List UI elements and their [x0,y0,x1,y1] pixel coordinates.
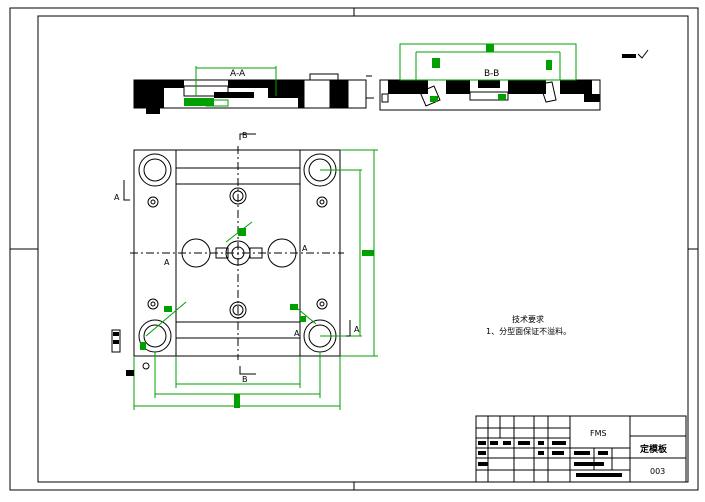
cut-label-a-mid-right: A [302,244,308,253]
roughness-symbol [622,49,649,59]
cut-label-a-bottom: A [294,329,300,338]
plan-view [130,146,344,360]
cut-label-b-bottom: B [242,375,248,384]
section-bb-title: B-B [484,69,499,79]
cut-markers [123,133,351,375]
plate-section-left [134,80,164,108]
plan-dimensions [133,149,378,410]
cut-labels: A A A A A B B [114,131,360,384]
cut-label-a-right: A [354,325,360,334]
guide-bushing-top-left [138,153,172,187]
drawing-code: FMS [590,429,607,438]
cut-label-b-top: B [242,131,248,140]
title-block-fills [478,441,622,477]
dimension-markers [140,228,374,408]
notes-item-1: 1、分型面保证不溢料。 [486,326,571,336]
section-aa-title: A-A [230,69,246,79]
title-block-text: FMS 定模板 003 [590,429,668,476]
centering-marks [10,8,698,490]
drawing-number: 003 [650,467,665,476]
ejector-symbol [111,329,150,376]
part-name: 定模板 [639,443,668,455]
title-block [475,415,687,483]
section-bb-view: B-B [379,43,601,111]
cut-label-a-mid-left: A [164,258,170,267]
cut-label-a-left: A [114,193,120,202]
technical-notes: 技术要求 1、分型面保证不溢料。 [486,314,571,336]
section-aa-view: A-A [133,66,374,114]
notes-heading: 技术要求 [512,314,544,324]
